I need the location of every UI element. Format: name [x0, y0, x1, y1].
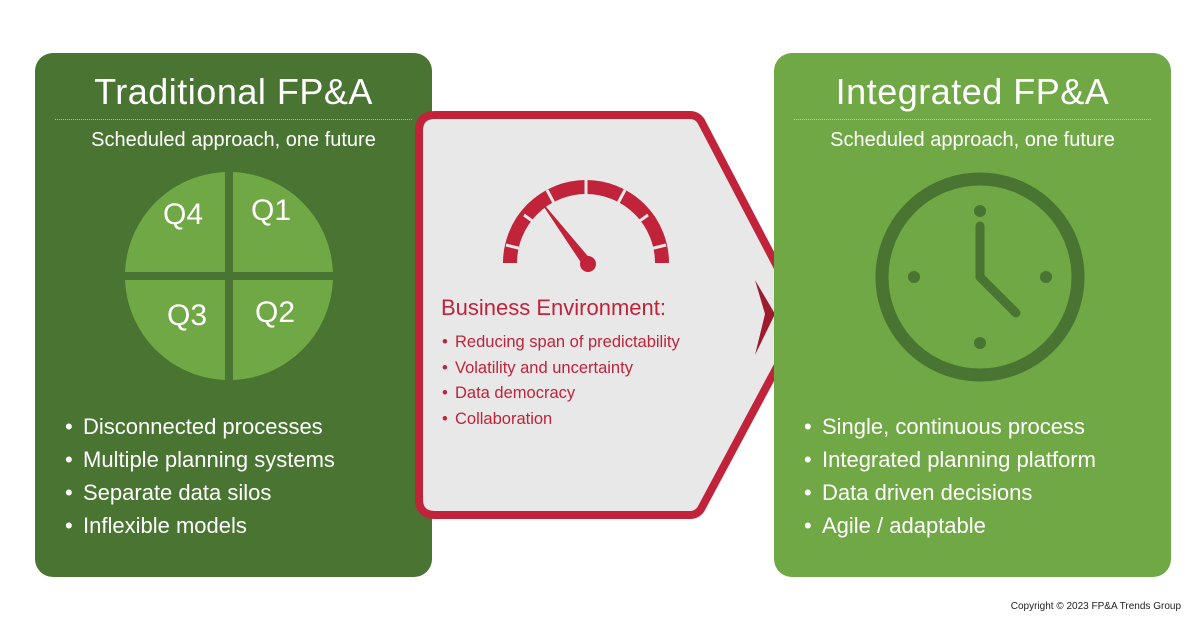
speedometer-icon	[503, 180, 669, 272]
list-item: •Reducing span of predictability	[442, 333, 680, 351]
list-item: •Separate data silos	[65, 480, 272, 505]
traditional-fpa-panel: Traditional FP&A Scheduled approach, one…	[35, 53, 432, 577]
quarter-q3-label: Q3	[166, 299, 208, 332]
traditional-fpa-title: Traditional FP&A	[94, 71, 373, 112]
title-divider	[794, 119, 1151, 120]
quarters-circle-icon	[123, 171, 335, 381]
list-item: •Disconnected processes	[65, 414, 323, 439]
list-item: •Collaboration	[442, 409, 553, 428]
list-item: •Integrated planning platform	[804, 447, 1096, 472]
business-environment-list: •Reducing span of predictability •Volati…	[442, 330, 680, 432]
list-item: •Data driven decisions	[804, 480, 1033, 505]
quarter-q1-label: Q1	[250, 194, 292, 227]
list-item: •Data democracy	[442, 384, 576, 402]
quarter-q4-label: Q4	[162, 198, 204, 231]
integrated-fpa-list: •Single, continuous process •Integrated …	[804, 410, 1096, 542]
list-item: •Agile / adaptable	[804, 513, 986, 538]
quarter-q2-label: Q2	[254, 296, 296, 329]
business-environment-arrow: Business Environment: •Reducing span of …	[405, 105, 815, 525]
arrow-shape	[415, 111, 806, 519]
copyright-text: Copyright © 2023 FP&A Trends Group	[1010, 601, 1181, 612]
integrated-fpa-title: Integrated FP&A	[835, 71, 1110, 112]
traditional-fpa-list: •Disconnected processes •Multiple planni…	[65, 410, 335, 542]
business-environment-title: Business Environment:	[441, 295, 666, 320]
list-item: •Inflexible models	[65, 513, 247, 538]
quarters-circle: Q4 Q1 Q3 Q2	[123, 171, 335, 381]
integrated-fpa-subtitle: Scheduled approach, one future	[830, 129, 1115, 151]
clock-icon	[875, 172, 1085, 382]
integrated-fpa-panel: Integrated FP&A Scheduled approach, one …	[774, 53, 1171, 577]
list-item: •Volatility and uncertainty	[442, 358, 633, 377]
list-item: •Single, continuous process	[804, 414, 1085, 439]
title-divider	[55, 119, 412, 120]
traditional-fpa-subtitle: Scheduled approach, one future	[91, 129, 376, 151]
list-item: •Multiple planning systems	[65, 447, 335, 472]
